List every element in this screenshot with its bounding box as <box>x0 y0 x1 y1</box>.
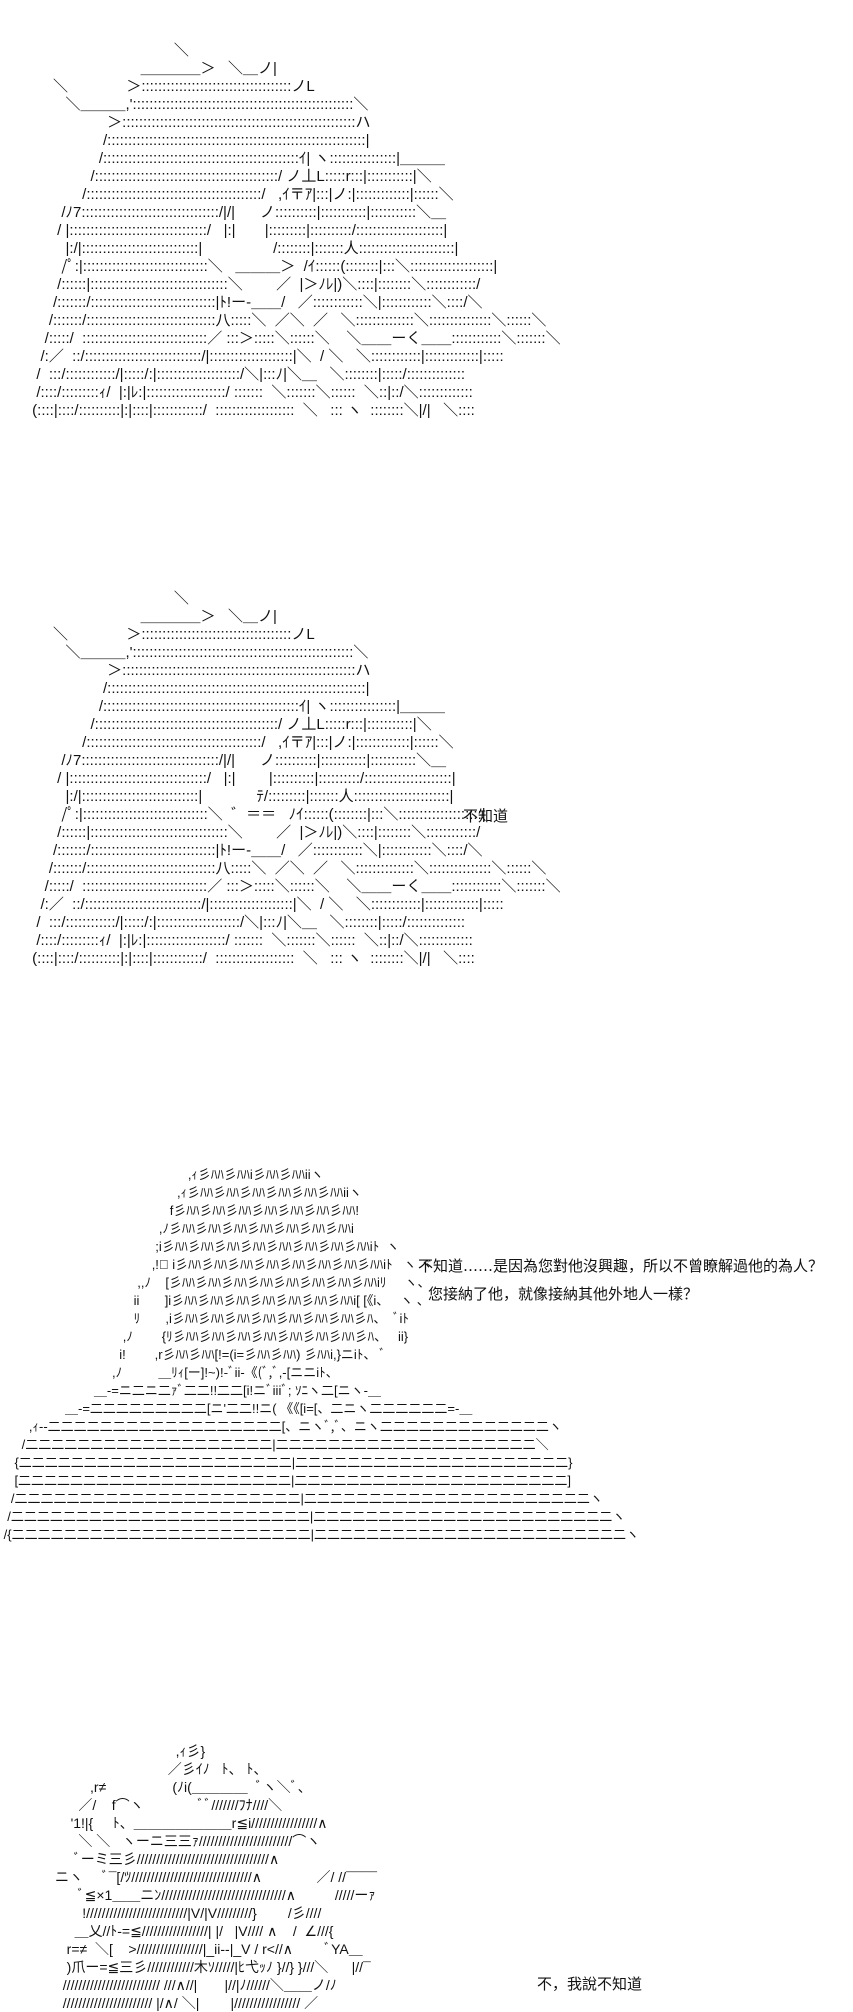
art-line: /二二二二二二二二二二二二二二二二二二二二二二二|二二二二二二二二二二二二二二二… <box>0 1509 626 1524</box>
art-line: ＞:::::::::::::::::::::::::::::::::::::::… <box>28 662 371 679</box>
art-line: )爪ー=≦三彡////////////木ｿ/////|ﾋ弋ｯﾉ }//} }//… <box>20 1959 371 1975</box>
art-line: /ﾟ:|::::::::::::::::::::::::::::::＼ ゛＝＝ … <box>28 806 486 823</box>
art-line: ,ｨ彡ﾊﾊ彡ﾊﾊ彡ﾊﾊ彡ﾊﾊ彡ﾊﾊ彡ﾊﾊiiヽ <box>0 1185 362 1200</box>
art-line: ,ﾉ ＿ﾘｨ[ー]!~)!-ﾞii-《(ﾞ,ﾞ,-[ニニiﾄ、 <box>0 1365 339 1380</box>
art-line: (::::|::::/::::::::::|:|::::|:::::::::::… <box>28 402 475 419</box>
art-line: ﾞ≦×1＿＿ニﾝ////////////////////////////////… <box>20 1887 376 1903</box>
art-line: /::::/:::::::::ｨ/ |:|ﾚ:|::::::::::::::::… <box>28 932 473 949</box>
art-line: ,,ﾉ [彡ﾊﾊ彡ﾊﾊ彡ﾊﾊ彡ﾊﾊ彡ﾊﾊ彡ﾊﾊ彡ﾊﾊ彡ﾊﾊiﾘ ヽ、 <box>0 1275 431 1290</box>
dialogue-line: 不知道……是因為您對他沒興趣，所以不曾瞭解過他的為人？ <box>418 1257 824 1275</box>
dialogue-line: 您接納了他，就像接納其他外地人一樣？ <box>428 1285 699 1303</box>
art-line: ／/ f⌒ヽ ﾞﾞ///////ﾌﾅ////＼ <box>20 1797 283 1813</box>
aa-panel-2: ＼ ＿＿＿＿＞ ＼＿ノ| ＼ ＞::::::::::::::::::::::::… <box>0 0 853 1000</box>
art-line: '1!|{ ﾄ、＿＿＿＿＿＿＿r≦i/////////////////∧ <box>20 1815 328 1831</box>
art-line: ＿-=二二二二二二二二二[ニ'二二!!ニ( 《《[i=[、二ニヽ二二二二二二=-… <box>0 1401 473 1416</box>
art-line: /:::::::/:::::::::::::::::::::::::::::::… <box>28 312 547 329</box>
art-line: !//////////////////////////|V/|V////////… <box>20 1905 322 1921</box>
art-line: ＼ <box>28 590 189 607</box>
art-line: ///////////////////////// ///∧//| |//|ﾉ/… <box>20 1977 337 1993</box>
art-line: ＼ <box>28 42 189 59</box>
art-line: ＼＿＿＿,'::::::::::::::::::::::::::::::::::… <box>28 96 369 113</box>
art-line: /ﾉ7:::::::::::::::::::::::::::::::::/|/|… <box>28 204 447 221</box>
art-line: /:::::::::::::::::::::::::::::::::::::::… <box>28 150 446 167</box>
art-line: / |:::::::::::::::::::::::::::::::::/ |:… <box>28 770 456 787</box>
art-line: f彡ﾊﾊ彡ﾊﾊ彡ﾊﾊ彡ﾊﾊ彡ﾊﾊ彡ﾊﾊ彡ﾊﾊ! <box>0 1203 359 1218</box>
art-line: |:/|::::::::::::::::::::::::::::| /:::::… <box>28 240 459 257</box>
art-line: /二二二二二二二二二二二二二二二二二二二|二二二二二二二二二二二二二二二二二二二… <box>0 1437 549 1452</box>
dialogue-line: 不知道 <box>463 807 509 825</box>
art-line: ／彡ｲﾉ ﾄ、 ﾄ、 <box>20 1761 268 1777</box>
art-line: /:::::::::::::::::::::::::::::::::::::::… <box>28 716 432 733</box>
art-line: /::::/:::::::::ｨ/ |:|ﾚ:|::::::::::::::::… <box>28 384 473 401</box>
art-line: /:::::/ ::::::::::::::::::::::::::::::／ … <box>28 878 561 895</box>
ascii-art-figure: ＼ ＿＿＿＿＞ ＼＿ノ| ＼ ＞::::::::::::::::::::::::… <box>28 42 561 420</box>
art-line: /:::::::::::::::::::::::::::::::::::::::… <box>28 680 370 697</box>
art-line: [二二二二二二二二二二二二二二二二二二二二二|二二二二二二二二二二二二二二二二二… <box>0 1473 572 1488</box>
art-line: ＿-=ニ二ニ二ｧﾞ二二!!二二[i!ニﾞiiiﾞ; ｿﾆヽ二[ニヽ-＿ <box>0 1383 381 1398</box>
aa-panel-3: ,ｨ彡ﾊﾊ彡ﾊﾊi彡ﾊﾊ彡ﾊﾊiiヽ ,ｨ彡ﾊﾊ彡ﾊﾊ彡ﾊﾊ彡ﾊﾊ彡ﾊﾊ彡ﾊﾊi… <box>0 1166 824 1544</box>
art-line: (::::|::::/::::::::::|:|::::|:::::::::::… <box>28 950 475 967</box>
art-line: ,ｨ彡ﾊﾊ彡ﾊﾊi彡ﾊﾊ彡ﾊﾊiiヽ <box>0 1167 324 1182</box>
art-line: /:::::::/::::::::::::::::::::::::::::::|… <box>28 294 483 311</box>
art-line: /////////////////////// |/∧/ ＼| |///////… <box>20 1995 319 2011</box>
art-line: ＿乂//ﾄ-=≦/////////////////| |/ |V//// ∧ /… <box>20 1923 334 1939</box>
art-line: /{二二二二二二二二二二二二二二二二二二二二二二二|二二二二二二二二二二二二二二… <box>0 1527 639 1542</box>
art-line: /:／ ::/::::::::::::::::::::::::::::/|:::… <box>28 896 504 913</box>
art-line: /:::::::::::::::::::::::::::::::::::::::… <box>28 186 454 203</box>
art-line: / :::/::::::::::::/|:::::/:|::::::::::::… <box>28 366 466 383</box>
art-line: ,r≠ (ﾉi(＿＿＿＿ ﾞヽ＼ﾞ、 <box>20 1779 312 1795</box>
aa-panel-1: ＼ ＿＿＿＿＞ ＼＿ノ| ＼ ＞::::::::::::::::::::::::… <box>0 0 853 430</box>
art-line: ;i彡ﾊﾊ彡ﾊﾊ彡ﾊﾊ彡ﾊﾊ彡ﾊﾊ彡ﾊﾊ彡ﾊﾊ彡ﾊﾊiﾄ ヽ <box>0 1239 400 1254</box>
art-line: /ﾟ:|::::::::::::::::::::::::::::::＼ ＿＿＿＞… <box>28 258 498 275</box>
art-line: ＼ ＞::::::::::::::::::::::::::::::::::::ノ… <box>28 626 315 643</box>
art-line: /:::::::::::::::::::::::::::::::::::::::… <box>28 132 370 149</box>
art-line: ﾘ ,i彡ﾊﾊ彡ﾊﾊ彡ﾊﾊ彡ﾊﾊ彡ﾊﾊ彡ﾊﾊ彡ﾊﾊ彡ﾊ、 ﾞiﾄ <box>0 1311 409 1326</box>
art-line: ＼ ＼ ヽーニ三三ｧ////////////////////////⌒ヽ <box>20 1833 321 1849</box>
art-line: /ﾉ7:::::::::::::::::::::::::::::::::/|/|… <box>28 752 447 769</box>
art-line: / :::/::::::::::::/|:::::/:|::::::::::::… <box>28 914 466 931</box>
art-line: /:::::::/::::::::::::::::::::::::::::::|… <box>28 842 483 859</box>
art-line: /:::::/ ::::::::::::::::::::::::::::::／ … <box>28 330 561 347</box>
art-line: ,!ﾞ i彡ﾊﾊ彡ﾊﾊ彡ﾊﾊ彡ﾊﾊ彡ﾊﾊ彡ﾊﾊ彡ﾊﾊ彡ﾊﾊiﾄ ヽ ヾ <box>0 1257 434 1272</box>
art-line: ＞:::::::::::::::::::::::::::::::::::::::… <box>28 114 371 131</box>
art-line: {二二二二二二二二二二二二二二二二二二二二二|二二二二二二二二二二二二二二二二二… <box>0 1455 573 1470</box>
art-line: /:／ ::/::::::::::::::::::::::::::::/|:::… <box>28 348 504 365</box>
art-line: r=≠ ＼[ >/////////////////|_ii--|_V / r</… <box>20 1941 363 1957</box>
art-line: ,ﾉ彡ﾊﾊ彡ﾊﾊ彡ﾊﾊ彡ﾊﾊ彡ﾊﾊ彡ﾊﾊ彡ﾊﾊi <box>0 1221 354 1236</box>
art-line: /:::::::/:::::::::::::::::::::::::::::::… <box>28 860 547 877</box>
art-line: /二二二二二二二二二二二二二二二二二二二二二二|二二二二二二二二二二二二二二二二… <box>0 1491 603 1506</box>
ascii-art-figure: ,ｨ彡ﾊﾊ彡ﾊﾊi彡ﾊﾊ彡ﾊﾊiiヽ ,ｨ彡ﾊﾊ彡ﾊﾊ彡ﾊﾊ彡ﾊﾊ彡ﾊﾊ彡ﾊﾊi… <box>0 1166 639 1544</box>
art-line: ,ｨ彡} <box>20 1743 206 1759</box>
art-line: ＼ ＞::::::::::::::::::::::::::::::::::::ノ… <box>28 78 315 95</box>
art-line: ii ]i彡ﾊﾊ彡ﾊﾊ彡ﾊﾊ彡ﾊﾊ彡ﾊﾊ彡ﾊﾊ彡ﾊﾊi[ [《i、 ヽ 、 <box>0 1293 430 1308</box>
art-line: ,ｨ--二二二二二二二二二二二二二二二二二二[、ニヽﾞ,ﾞ、ニヽ二二二二二二二二… <box>0 1419 562 1434</box>
art-line: /::::::|::::::::::::::::::::::::::::::::… <box>28 824 481 841</box>
art-line: i! ,r彡ﾊﾊ彡ﾊﾊ[!=(i=彡ﾊﾊ彡ﾊﾊ) 彡ﾊﾊi,}ニiﾄ、 ﾞ <box>0 1347 386 1362</box>
art-line: |:/|::::::::::::::::::::::::::::| ﾃ/::::… <box>28 788 454 805</box>
dialogue-line: 不，我說不知道 <box>537 1975 643 1993</box>
art-line: ﾞーミ三彡//////////////////////////////////∧ <box>20 1851 280 1867</box>
ascii-art-figure: ＼ ＿＿＿＿＞ ＼＿ノ| ＼ ＞::::::::::::::::::::::::… <box>28 590 561 968</box>
art-line: ＼＿＿＿,'::::::::::::::::::::::::::::::::::… <box>28 644 369 661</box>
art-line: /::::::|::::::::::::::::::::::::::::::::… <box>28 276 481 293</box>
art-line: ,ﾉ {ﾘ彡ﾊﾊ彡ﾊﾊ彡ﾊﾊ彡ﾊﾊ彡ﾊﾊ彡ﾊﾊ彡ﾊﾊ彡ﾊ、 ii} <box>0 1329 409 1344</box>
art-line: ＿＿＿＿＞ ＼＿ノ| <box>28 608 277 625</box>
art-line: /:::::::::::::::::::::::::::::::::::::::… <box>28 698 446 715</box>
art-line: ＿＿＿＿＞ ＼＿ノ| <box>28 60 277 77</box>
art-line: ニヽ ﾞ¯[/ﾂ///////////////////////////////∧… <box>20 1869 377 1885</box>
art-line: /:::::::::::::::::::::::::::::::::::::::… <box>28 734 454 751</box>
art-line: /:::::::::::::::::::::::::::::::::::::::… <box>28 168 432 185</box>
ascii-art-figure: ,ｨ彡} ／彡ｲﾉ ﾄ、 ﾄ、 ,r≠ (ﾉi(＿＿＿＿ ﾞヽ＼ﾞ、 ／/ f⌒… <box>20 1742 377 2012</box>
art-line: / |:::::::::::::::::::::::::::::::::/ |:… <box>28 222 448 239</box>
